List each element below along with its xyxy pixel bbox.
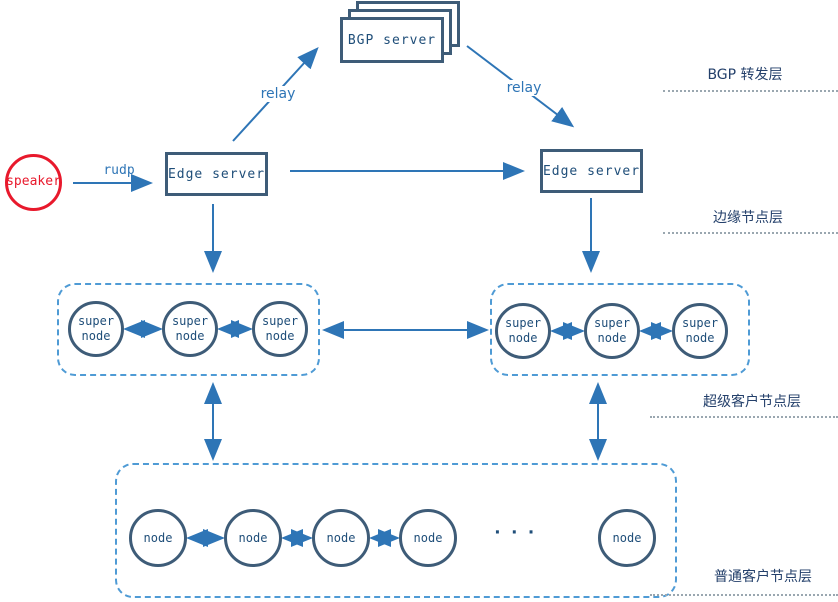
- super-node: super node: [68, 301, 124, 357]
- node-label: node: [413, 530, 443, 545]
- layer-separator: [650, 594, 838, 596]
- super-node-label: super node: [171, 314, 209, 343]
- ordinary-node-cluster: [115, 463, 677, 598]
- speaker-node: speaker: [5, 154, 62, 211]
- relay-left-label: relay: [252, 86, 304, 102]
- super-node: super node: [252, 301, 308, 357]
- layer-separator: [650, 416, 838, 418]
- super-node: super node: [672, 303, 728, 359]
- super-node-label: super node: [593, 316, 631, 345]
- layer-label-super: 超级客户节点层: [703, 394, 801, 410]
- super-node-label: super node: [681, 316, 719, 345]
- bgp-server-box: BGP server: [340, 17, 444, 63]
- node-label: node: [326, 530, 356, 545]
- ordinary-node: node: [312, 509, 370, 567]
- edge-server-left-label: Edge server: [167, 166, 266, 182]
- super-cluster-right: [490, 283, 750, 376]
- ordinary-node: node: [224, 509, 282, 567]
- bgp-server-label: BGP server: [347, 32, 437, 48]
- ordinary-node: node: [129, 509, 187, 567]
- more-nodes-ellipsis: ···: [492, 522, 543, 543]
- super-cluster-left: [57, 283, 320, 376]
- relay-right-label: relay: [498, 80, 550, 96]
- layer-separator: [663, 90, 838, 92]
- ordinary-node: node: [598, 509, 656, 567]
- super-node-label: super node: [77, 314, 115, 343]
- speaker-label: speaker: [6, 174, 61, 190]
- edge-server-right-box: Edge server: [540, 149, 643, 193]
- node-label: node: [143, 530, 173, 545]
- layer-separator: [663, 232, 838, 234]
- super-node: super node: [162, 301, 218, 357]
- edge-server-right-label: Edge server: [542, 163, 641, 179]
- layer-label-edge: 边缘节点层: [713, 210, 783, 226]
- node-label: node: [238, 530, 268, 545]
- layer-label-ordinary: 普通客户节点层: [714, 569, 812, 585]
- layer-label-bgp: BGP 转发层: [707, 67, 783, 83]
- super-node-label: super node: [504, 316, 542, 345]
- edge-server-left-box: Edge server: [165, 152, 268, 196]
- super-node-label: super node: [261, 314, 299, 343]
- ordinary-node: node: [399, 509, 457, 567]
- node-label: node: [612, 530, 642, 545]
- super-node: super node: [584, 303, 640, 359]
- rudp-label: rudp: [103, 163, 135, 178]
- super-node: super node: [495, 303, 551, 359]
